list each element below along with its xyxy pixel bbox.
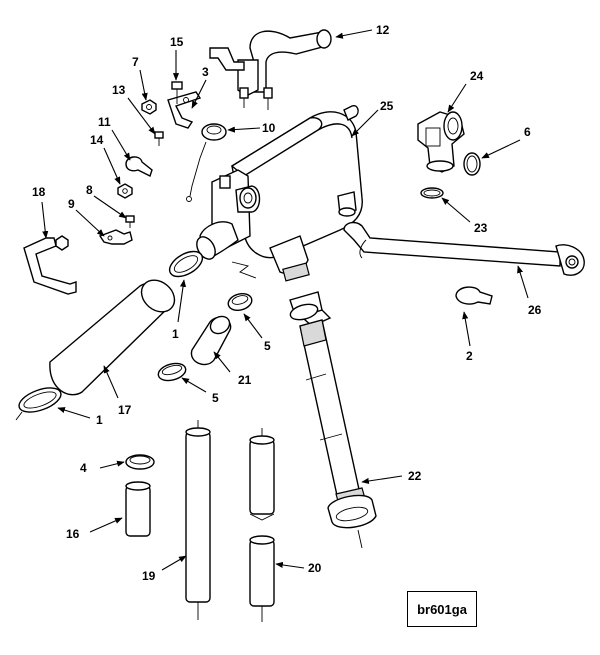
bracket-3 — [167, 91, 202, 129]
callout-1-upper: 1 — [172, 327, 179, 341]
oring-23 — [420, 187, 444, 199]
callout-21: 21 — [238, 373, 252, 387]
callout-6: 6 — [524, 125, 531, 139]
hose-16 — [125, 481, 151, 537]
callout-3: 3 — [202, 65, 209, 79]
clamp-4 — [125, 454, 155, 470]
callout-4: 4 — [80, 461, 87, 475]
reference-code-box: br601ga — [407, 591, 477, 627]
callout-5-upper: 5 — [264, 339, 271, 353]
bolt-15 — [171, 81, 183, 104]
screw-13 — [154, 131, 164, 146]
callout-7: 7 — [132, 55, 139, 69]
callout-14: 14 — [90, 133, 104, 147]
nut-14 — [117, 183, 133, 199]
bolt-8 — [125, 215, 135, 228]
hose-20 — [249, 428, 275, 622]
reference-code: br601ga — [417, 601, 467, 617]
oring-6 — [463, 152, 481, 176]
callout-5-lower: 5 — [212, 391, 219, 405]
cap-10 — [186, 123, 227, 202]
nut-7 — [141, 99, 157, 115]
housing-25 — [196, 104, 363, 282]
bracket-18 — [23, 235, 77, 295]
callout-25: 25 — [380, 99, 394, 113]
callout-24: 24 — [470, 69, 484, 83]
callout-23: 23 — [474, 221, 488, 235]
callout-labels: 12 3 15 7 13 11 14 10 8 9 18 25 24 6 23 … — [32, 23, 542, 583]
callout-8: 8 — [86, 183, 93, 197]
callout-leaders — [41, 29, 529, 571]
clamp-1-upper — [168, 250, 204, 278]
tube-26 — [343, 221, 585, 276]
clamp-5-lower — [157, 362, 187, 382]
callout-26: 26 — [528, 303, 542, 317]
callout-22: 22 — [408, 469, 422, 483]
callout-18: 18 — [32, 185, 46, 199]
callout-9: 9 — [68, 197, 75, 211]
callout-16: 16 — [66, 527, 80, 541]
callout-13: 13 — [112, 83, 126, 97]
hose-21 — [190, 315, 232, 366]
callout-12: 12 — [376, 23, 390, 37]
clip-9 — [98, 229, 133, 245]
hose-22 — [289, 291, 377, 549]
callout-1-lower: 1 — [96, 413, 103, 427]
fitting-24 — [417, 111, 465, 173]
clamp-5-upper — [227, 292, 253, 312]
pipe-12 — [209, 29, 332, 110]
callout-11: 11 — [98, 115, 111, 129]
hose-17 — [49, 279, 176, 396]
callout-2: 2 — [466, 349, 473, 363]
hose-19 — [185, 420, 211, 620]
clamp-band-2 — [455, 286, 493, 305]
clamp-1-lower — [15, 387, 62, 421]
callout-15: 15 — [170, 35, 184, 49]
callout-17: 17 — [118, 403, 132, 417]
callout-10: 10 — [262, 121, 276, 135]
callout-20: 20 — [308, 561, 322, 575]
callout-19: 19 — [142, 569, 156, 583]
